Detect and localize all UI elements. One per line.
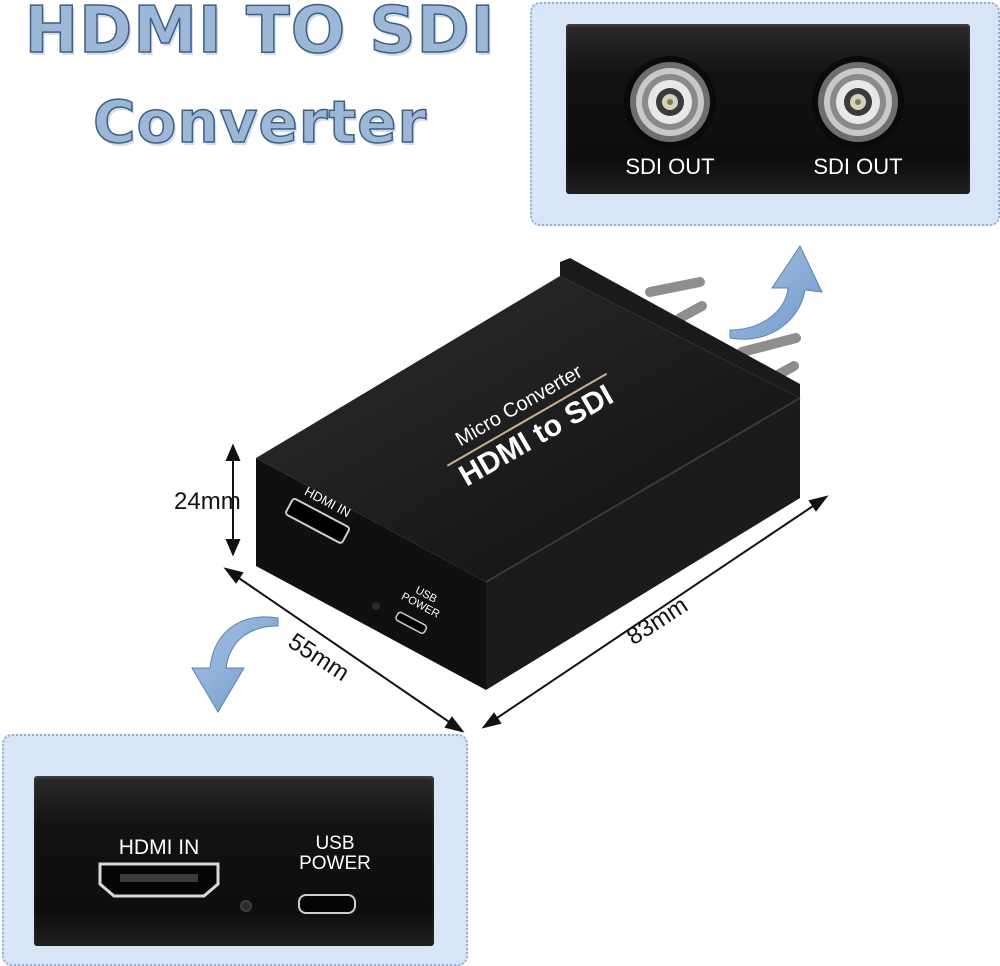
led-indicator — [372, 602, 380, 610]
device-back-plate — [560, 258, 800, 398]
sdi-output-face: SDI OUT SDI OUT — [566, 24, 970, 194]
micro-usb-port-icon — [298, 894, 356, 914]
sdi-out-label-right: SDI OUT — [813, 154, 903, 179]
usb-label-line2: POWER — [299, 853, 371, 874]
hdmi-in-label: HDMI IN — [118, 836, 200, 859]
led-icon — [240, 900, 252, 912]
arrow-up-icon — [729, 244, 823, 340]
usb-power-label: USB POWER — [280, 834, 390, 874]
device-hdmi-port-icon — [285, 497, 350, 544]
device-usb-port-icon — [395, 611, 428, 634]
device-top-surface — [256, 276, 800, 582]
arrow-down-icon — [191, 616, 279, 713]
title-line-1: HDMI TO SDI — [24, 0, 496, 69]
dim-height-label: 24mm — [174, 488, 241, 515]
dim-width-line — [229, 571, 459, 729]
dim-length-line — [487, 499, 823, 725]
usb-label-line1: USB — [315, 833, 355, 854]
bnc-connector-left-icon — [624, 56, 716, 148]
input-face: HDMI IN USB POWER — [34, 776, 434, 946]
bnc-connector-right-icon — [812, 56, 904, 148]
bnc-connectors — [624, 56, 904, 148]
sdi-out-label-left: SDI OUT — [625, 154, 715, 179]
device-side-face — [486, 398, 800, 690]
hdmi-port-icon — [98, 862, 220, 898]
title-line-2: Converter — [92, 87, 428, 157]
